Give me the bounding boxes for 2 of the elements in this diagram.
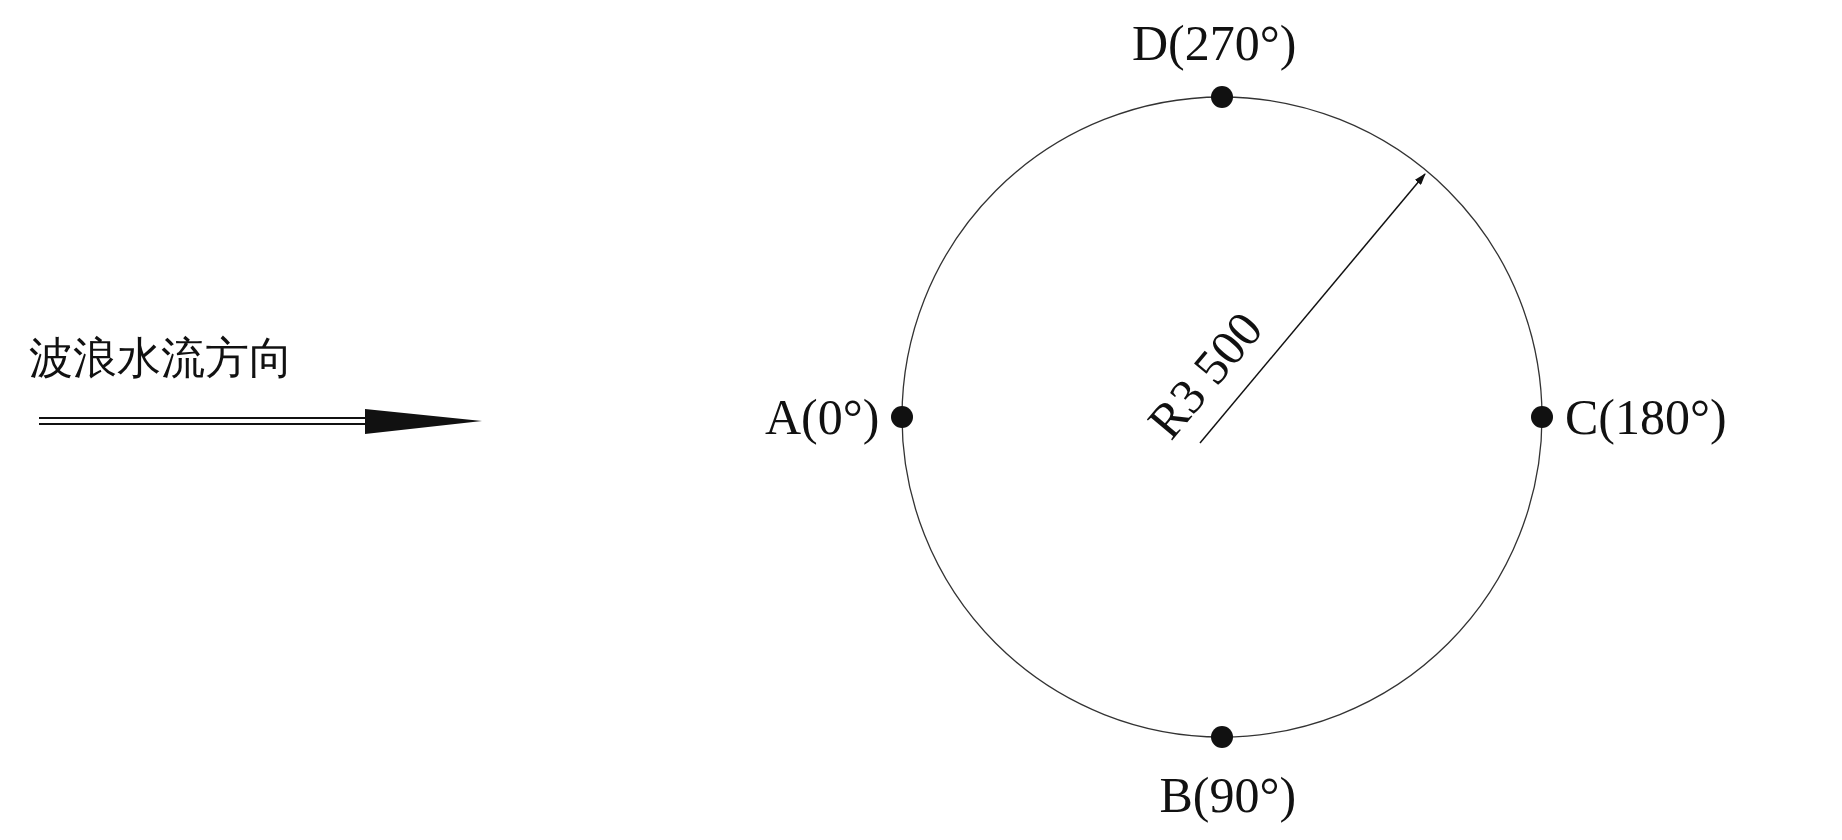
dimension-label: R3 500 <box>1138 303 1271 447</box>
flow-direction-label: 波浪水流方向 <box>29 336 293 380</box>
